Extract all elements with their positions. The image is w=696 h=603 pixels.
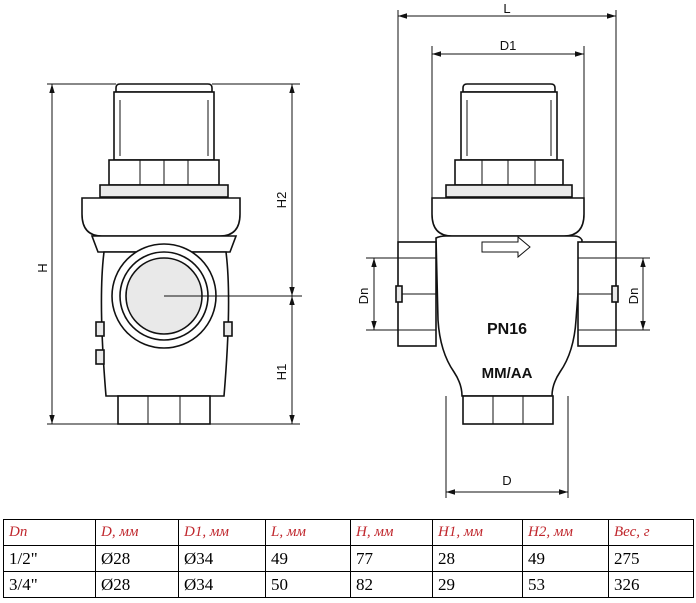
table-cell: 326 [608,571,694,598]
dimension-H1: H1 [210,296,300,425]
valve-technical-drawing: H H2 H1 [35,1,650,498]
label-H2: H2 [274,192,289,209]
table-cell: 49 [522,545,609,572]
dimension-L: L [397,1,617,242]
table-cell: Ø34 [178,571,266,598]
table-cell: 50 [265,571,351,598]
model-marking: MM/AA [482,365,533,382]
label-H1: H1 [274,364,289,381]
table-cell: 1/2" [3,545,96,572]
dimension-H2: H2 [212,83,300,296]
table-row: 1/2" Ø28 Ø34 49 77 28 49 275 [3,545,694,572]
label-Dn-left: Dn [356,288,371,305]
label-H: H [35,263,50,272]
table-cell: Ø34 [178,545,266,572]
dimension-H: H [35,83,118,425]
spec-table: Dn D, мм D1, мм L, мм H, мм H1, мм H2, м… [3,519,694,598]
header-d: D, мм [95,519,179,546]
dimension-D: D [445,396,569,498]
table-cell: 53 [522,571,609,598]
table-cell: 29 [432,571,523,598]
table-cell: 275 [608,545,694,572]
table-cell: 77 [350,545,433,572]
side-view [81,83,302,425]
label-Dn-right: Dn [626,288,641,305]
table-row: 3/4" Ø28 Ø34 50 82 29 53 326 [3,571,694,598]
label-L: L [503,1,510,16]
table-cell: Ø28 [95,545,179,572]
table-cell: 3/4" [3,571,96,598]
header-dn: Dn [3,519,96,546]
header-h1: H1, мм [432,519,523,546]
table-cell: 49 [265,545,351,572]
table-cell: 28 [432,545,523,572]
front-view: PN16 MM/AA [395,83,619,425]
table-header-row: Dn D, мм D1, мм L, мм H, мм H1, мм H2, м… [3,519,694,546]
header-h2: H2, мм [522,519,609,546]
pn-marking: PN16 [487,321,527,338]
label-D: D [502,473,511,488]
header-l: L, мм [265,519,351,546]
header-d1: D1, мм [178,519,266,546]
label-D1: D1 [500,38,517,53]
dimension-Dn-left: Dn [356,257,398,331]
dimension-Dn-right: Dn [616,257,650,331]
table-cell: Ø28 [95,571,179,598]
header-h: H, мм [350,519,433,546]
header-weight: Вес, г [608,519,694,546]
table-cell: 82 [350,571,433,598]
dimension-D1: D1 [431,38,585,198]
